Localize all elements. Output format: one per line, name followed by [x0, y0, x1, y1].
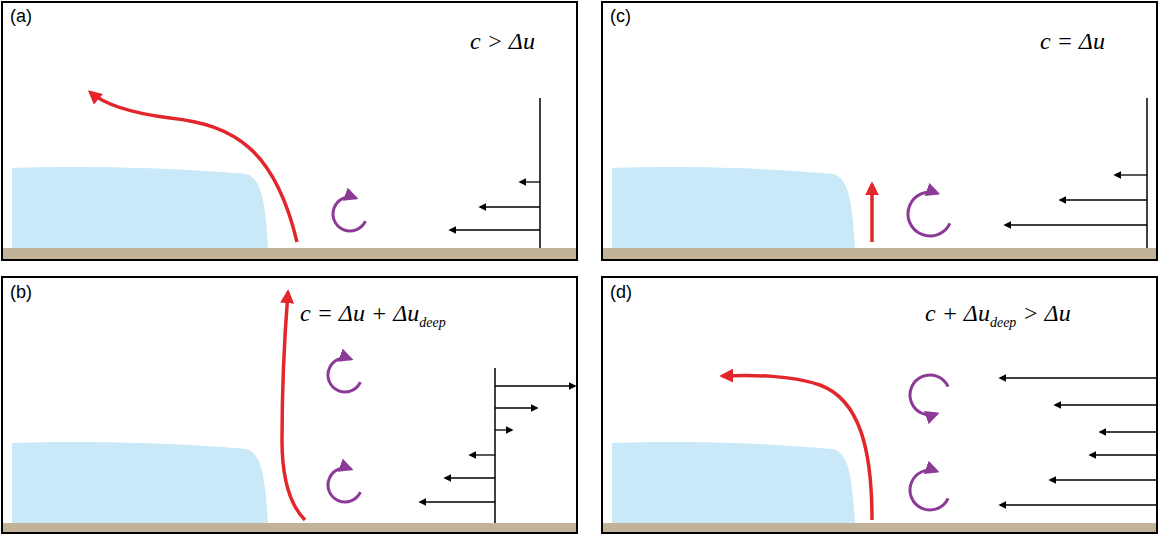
wind-profile-axis [539, 98, 541, 248]
wind-arrow [1100, 431, 1157, 432]
updraft-arrow [282, 292, 305, 520]
wind-arrow [480, 206, 540, 207]
panel-frame [602, 2, 1157, 260]
cold-pool [612, 442, 855, 523]
vorticity-arrow [328, 468, 360, 502]
label-group: (a) [10, 6, 32, 27]
wind-arrow [520, 181, 540, 182]
label-group: (b) [10, 282, 32, 303]
wind-arrow [420, 501, 495, 502]
cold-pool [612, 167, 855, 248]
panel-label: (a) [10, 6, 32, 26]
condition-equation: > Δu [1022, 300, 1070, 326]
cold-pool [12, 442, 268, 523]
vorticity-arrow [910, 470, 948, 510]
wind-arrow [1090, 454, 1157, 455]
cold-pool [12, 167, 268, 248]
condition-equation: c > Δu [470, 28, 535, 54]
vorticity-arrow [908, 192, 950, 236]
condition-equation: c = Δu [1040, 28, 1105, 54]
wind-arrow [1000, 504, 1157, 505]
label-group: (c) [610, 6, 631, 27]
vorticity-arrow [328, 358, 360, 392]
wind-arrow [1050, 479, 1157, 480]
condition-equation: c = Δu + Δu [300, 300, 419, 326]
label-group: c > Δu [470, 28, 535, 55]
condition-equation: c + Δu [925, 300, 990, 326]
wind-arrow [495, 429, 512, 430]
wind-arrow [1115, 174, 1147, 175]
wind-arrow [1005, 224, 1147, 225]
ground-strip [2, 248, 577, 260]
label-group: c + Δudeep > Δu [925, 300, 1071, 327]
panel-frame [602, 277, 1157, 533]
panel-frame [2, 2, 577, 260]
wind-arrow [495, 407, 537, 408]
vorticity-arrow [333, 197, 365, 231]
updraft-arrow [90, 92, 297, 242]
wind-arrow [495, 385, 575, 386]
wind-arrow [445, 477, 495, 478]
panel-frame [2, 277, 577, 533]
updraft-arrow [722, 376, 872, 520]
ground-strip [602, 248, 1157, 260]
panel-label: (d) [610, 282, 632, 302]
panel-label: (c) [610, 6, 631, 26]
label-group: c = Δu [1040, 28, 1105, 55]
label-group: c = Δu + Δudeep [300, 300, 446, 327]
wind-profile-axis [494, 368, 496, 523]
wind-arrow [470, 454, 495, 455]
wind-arrow [450, 229, 540, 230]
subscript: deep [419, 315, 445, 330]
wind-arrow [1060, 199, 1147, 200]
vorticity-arrow [910, 375, 948, 415]
wind-arrow [1000, 377, 1157, 378]
panel-label: (b) [10, 282, 32, 302]
ground-strip [2, 523, 577, 533]
ground-strip [602, 523, 1157, 533]
wind-arrow [1055, 404, 1157, 405]
label-group: (d) [610, 282, 632, 303]
subscript: deep [990, 315, 1016, 330]
updraft-arrow [870, 184, 874, 242]
